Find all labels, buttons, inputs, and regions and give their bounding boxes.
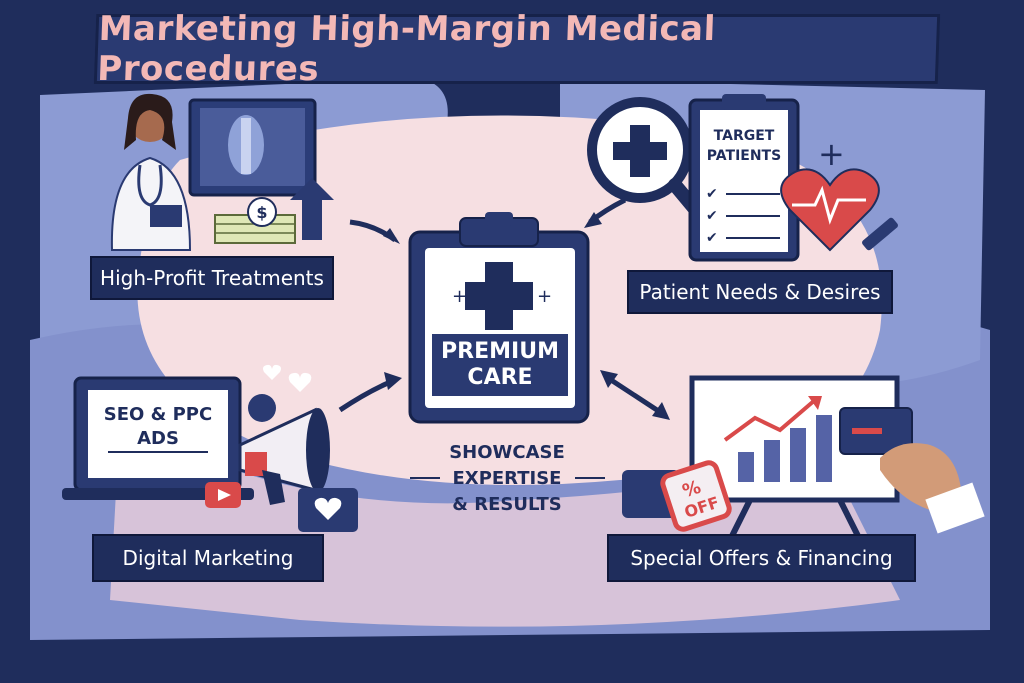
arrowhead-icon	[652, 402, 670, 420]
bar-icon	[764, 440, 780, 482]
bar-icon	[816, 415, 832, 482]
spine-icon	[241, 118, 251, 174]
special-offers-scene	[622, 375, 985, 542]
premium-care-banner	[432, 334, 568, 396]
arrowhead-icon	[383, 228, 400, 244]
easel-leg	[727, 498, 753, 542]
dollar-sign-icon: $	[256, 203, 267, 222]
arrowhead-icon	[584, 212, 602, 228]
card-stripe	[852, 428, 882, 434]
price-tag-icon	[660, 460, 732, 532]
high-profit-scene: $	[110, 93, 334, 251]
showcase-caption: SHOWCASE EXPERTISE & RESULTS	[392, 440, 622, 518]
bar-icon	[790, 428, 806, 482]
label-high-profit-treatments: High-Profit Treatments	[90, 256, 334, 300]
target-label: TARGET	[714, 128, 775, 144]
plus-sparkle-icon: +	[452, 286, 467, 307]
check-icon: ✔	[706, 186, 718, 202]
digital-marketing-scene	[62, 364, 358, 532]
arrow-center-to-offers	[606, 375, 662, 415]
label-patient-needs-desires: Patient Needs & Desires	[627, 270, 893, 314]
percent-label: %	[680, 477, 704, 503]
play-icon	[218, 489, 231, 501]
heart-icon	[314, 497, 342, 520]
care-label: CARE	[467, 365, 532, 390]
plus-sparkle-icon: +	[537, 286, 552, 307]
megaphone-band	[245, 452, 267, 476]
target-clipboard-clip	[722, 94, 766, 110]
label-high-profit-text: High-Profit Treatments	[100, 266, 324, 290]
patients-label: PATIENTS	[707, 148, 781, 164]
title-banner: Marketing High-Margin Medical Procedures	[93, 9, 941, 89]
tablet-icon	[150, 205, 182, 227]
ads-label: ADS	[137, 428, 179, 449]
arrowhead-icon	[384, 372, 402, 390]
patient-needs-scene: ✔ ✔ ✔ +	[587, 94, 898, 262]
label-special-offers-text: Special Offers & Financing	[630, 546, 893, 570]
pie-chart-icon	[248, 394, 276, 422]
check-icon: ✔	[706, 208, 718, 224]
premium-label: PREMIUM	[441, 339, 559, 364]
doctor-hair-icon	[124, 93, 176, 150]
premium-care-clipboard: + +	[408, 212, 590, 424]
heart-icon	[780, 168, 880, 252]
medical-cross-icon	[465, 262, 533, 330]
dollar-coin-icon	[247, 197, 277, 227]
megaphone-mouth	[306, 408, 330, 492]
clip-inner	[485, 212, 513, 226]
up-arrow-icon	[290, 178, 334, 240]
hand-icon	[880, 443, 962, 510]
trend-arrow-icon	[723, 398, 817, 442]
label-patient-needs-text: Patient Needs & Desires	[639, 280, 881, 304]
target-clipboard-paper	[700, 110, 788, 252]
showcase-line-1: SHOWCASE EXPERTISE	[449, 442, 565, 489]
heart-float-icon	[288, 372, 312, 392]
seo-ppc-label: SEO & PPC	[104, 404, 212, 425]
page-title: Marketing High-Margin Medical Procedures	[96, 9, 717, 89]
label-special-offers-financing: Special Offers & Financing	[607, 534, 916, 582]
magnifier-cross-icon	[613, 125, 667, 177]
sleeve-icon	[925, 482, 985, 534]
label-digital-marketing: Digital Marketing	[92, 534, 324, 582]
heart-float-icon	[263, 364, 281, 380]
label-digital-marketing-text: Digital Marketing	[122, 546, 294, 570]
showcase-line-2: & RESULTS	[452, 494, 562, 515]
megaphone-handle	[262, 470, 285, 505]
easel-leg	[837, 498, 863, 542]
arrowhead-icon	[600, 370, 618, 388]
bar-icon	[738, 452, 754, 482]
trend-arrowhead-icon	[808, 396, 822, 410]
check-icon: ✔	[706, 230, 718, 246]
laptop-screen	[88, 390, 228, 478]
syringe-icon	[862, 217, 898, 251]
heartbeat-line-icon	[792, 185, 866, 225]
plus-icon: +	[818, 135, 845, 173]
